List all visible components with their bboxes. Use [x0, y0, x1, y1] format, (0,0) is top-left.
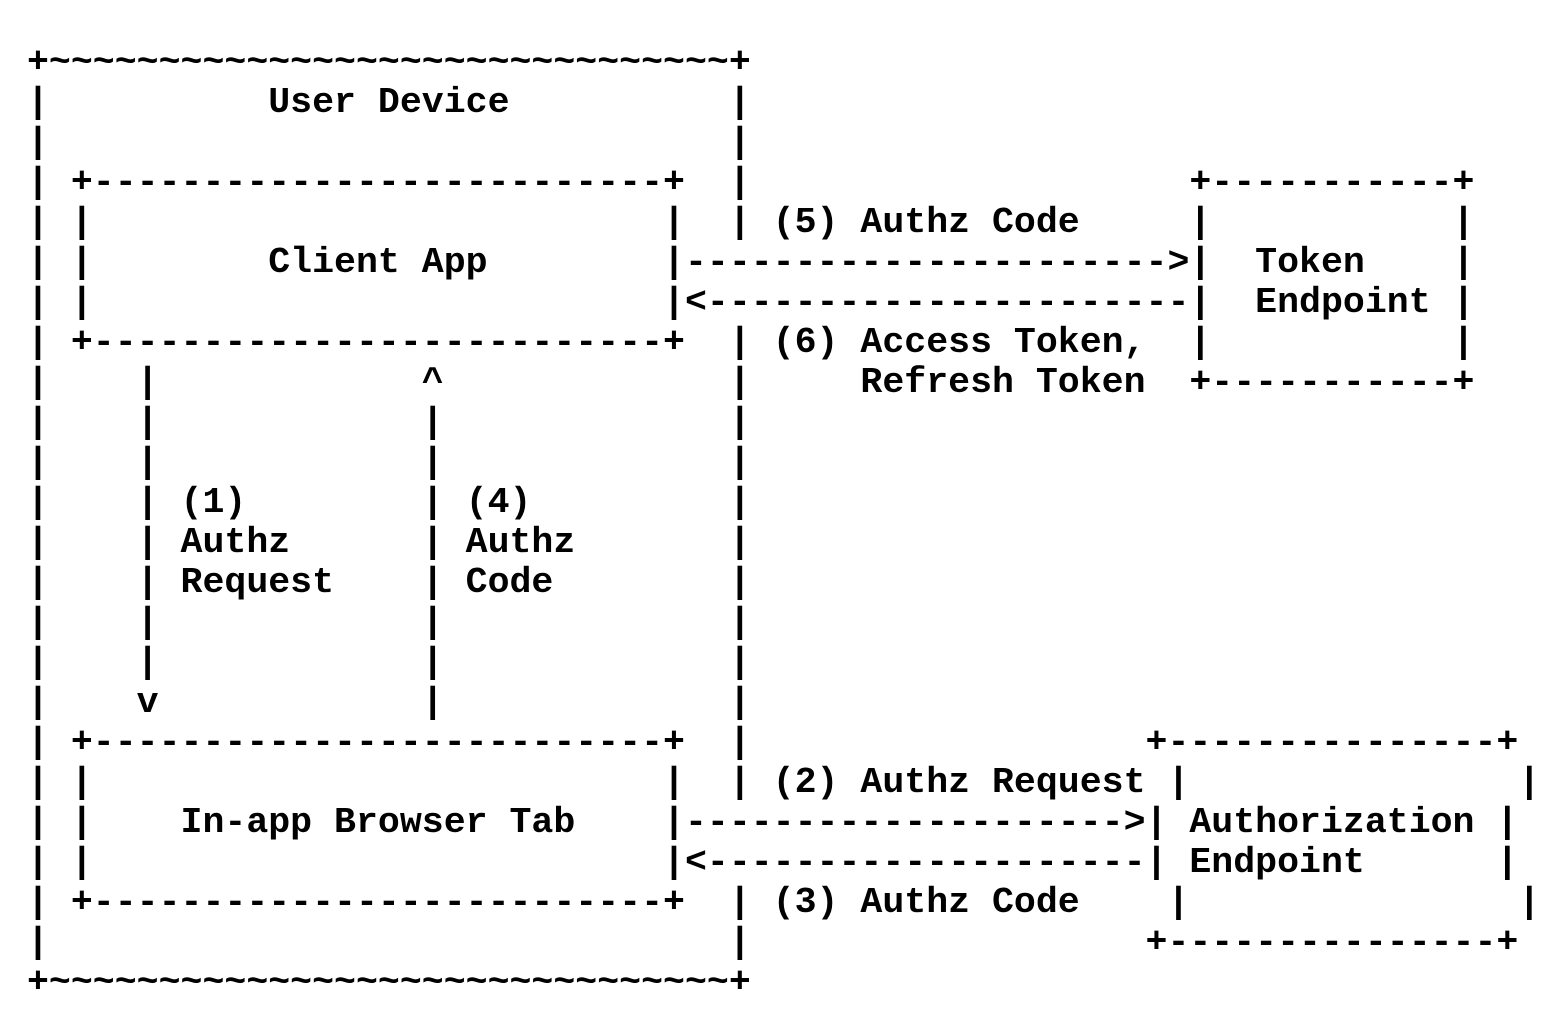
diagram-canvas: +~~~~~~~~~~~~~~~~~~~~~~~~~~~~~~~+ | User… — [27, 42, 1541, 1003]
oauth-native-app-flow-ascii-diagram: +~~~~~~~~~~~~~~~~~~~~~~~~~~~~~~~+ | User… — [27, 42, 1541, 1003]
